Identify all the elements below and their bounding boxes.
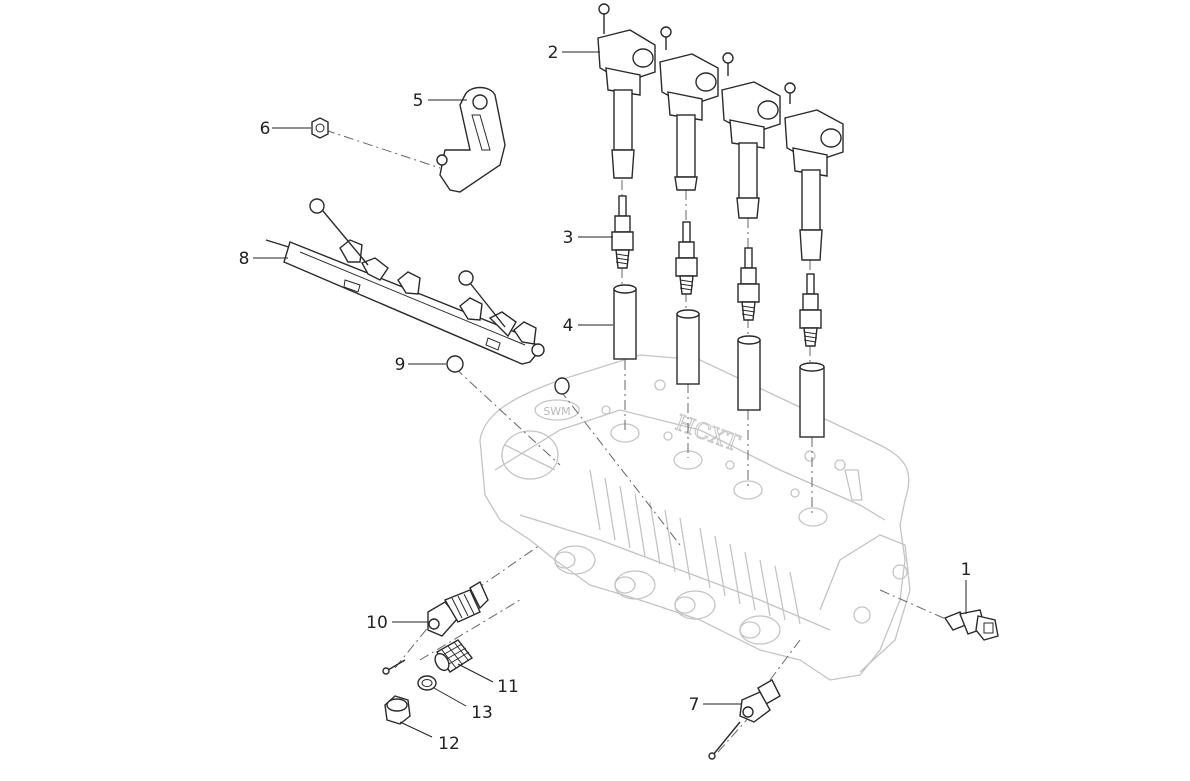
spark-plug-1 <box>611 195 634 269</box>
engine-model-text: HCXT <box>672 411 743 457</box>
spark-plug-tube-3 <box>737 335 761 411</box>
ignition-coil-3 <box>721 81 796 219</box>
engine-cylinder-head: SWM HCXT <box>479 354 911 681</box>
callout-7: 7 <box>689 695 700 715</box>
spark-plugs <box>611 195 822 347</box>
callout-2: 2 <box>548 43 559 63</box>
spark-plug-3 <box>737 247 760 321</box>
seal <box>446 355 570 395</box>
leader-lines <box>253 51 967 738</box>
spark-plug-tubes <box>613 284 825 438</box>
callout-12: 12 <box>438 734 460 754</box>
o-ring <box>417 675 437 691</box>
callout-5: 5 <box>413 91 424 111</box>
screw <box>382 659 406 675</box>
engine-logo-text: SWM <box>543 405 570 418</box>
filter-screen <box>434 639 474 673</box>
position-sensor <box>708 679 781 760</box>
callout-10: 10 <box>366 613 388 633</box>
ignition-coils <box>597 3 844 261</box>
temperature-sensor <box>943 609 999 641</box>
ignition-coil-1 <box>597 3 672 179</box>
fuel-rail <box>265 198 545 365</box>
ignition-coil-4 <box>784 109 844 261</box>
callout-11: 11 <box>497 677 519 697</box>
callouts: 1 2 3 4 5 6 7 8 9 10 11 13 12 <box>239 43 972 754</box>
spark-plug-tube-4 <box>799 362 825 438</box>
ignition-coil-2 <box>659 52 734 191</box>
callout-3: 3 <box>563 228 574 248</box>
callout-8: 8 <box>239 249 250 269</box>
callout-9: 9 <box>395 355 406 375</box>
callout-1: 1 <box>961 560 972 580</box>
vvt-solenoid <box>427 580 489 637</box>
spark-plug-2 <box>675 221 698 295</box>
spark-plug-tube-2 <box>676 309 700 385</box>
spark-plug-4 <box>799 273 822 347</box>
callout-4: 4 <box>563 316 574 336</box>
callout-6: 6 <box>260 119 271 139</box>
spark-plug-tube-1 <box>613 284 637 360</box>
cap <box>384 695 411 725</box>
bracket <box>436 86 506 193</box>
assembly-lines <box>324 129 949 753</box>
nut <box>311 117 329 139</box>
callout-13: 13 <box>471 703 493 723</box>
